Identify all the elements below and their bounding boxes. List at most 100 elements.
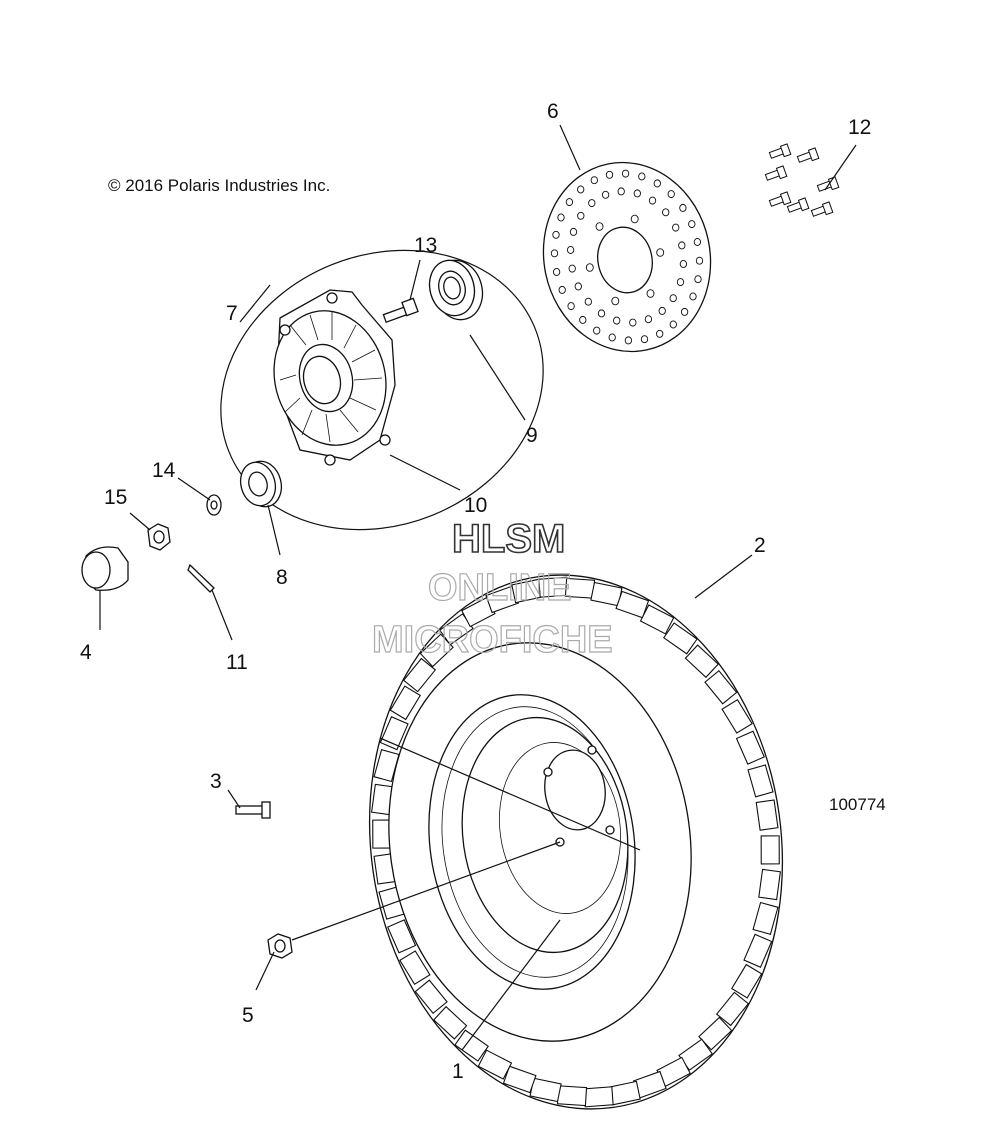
disc-hole	[605, 170, 614, 179]
bolt	[810, 201, 834, 217]
wheel-stud	[382, 297, 419, 324]
tread-block	[454, 1029, 489, 1062]
disc-hole	[669, 320, 677, 329]
disc-hole	[672, 223, 680, 232]
tread-block	[704, 669, 738, 705]
disc-hole	[577, 185, 585, 194]
disc-hole	[630, 214, 639, 224]
tread-block	[402, 657, 437, 693]
disc-hole	[593, 326, 601, 335]
disc-hole	[577, 211, 585, 220]
disc-hole	[617, 187, 625, 196]
bearing-outer	[428, 259, 484, 321]
watermark-line3: MICROFICHE	[372, 619, 613, 661]
copyright-text: © 2016 Polaris Industries Inc.	[108, 176, 330, 195]
callout-6: 6	[547, 100, 559, 123]
disc-hole	[680, 307, 689, 316]
callout-3: 3	[210, 770, 222, 793]
callout-9: 9	[526, 424, 538, 447]
tread-block	[372, 819, 392, 849]
disc-hole	[689, 292, 697, 301]
bolt	[764, 165, 788, 181]
disc-hole	[608, 333, 616, 342]
stud	[235, 801, 271, 819]
lug-nut	[267, 933, 293, 959]
disc-hole	[588, 199, 596, 208]
disc-hole	[679, 203, 687, 212]
castle-nut	[147, 523, 171, 551]
disc-hole	[585, 263, 594, 272]
callout-4: 4	[80, 641, 92, 664]
callout-2: 2	[754, 534, 766, 557]
disc-hole	[595, 222, 604, 231]
disc-hole	[567, 302, 575, 311]
disc-hole	[640, 335, 649, 344]
tread-block	[684, 644, 719, 679]
tread-block	[747, 764, 774, 798]
callout-11: 11	[226, 651, 248, 674]
tread-block	[721, 699, 753, 734]
disc-hole	[613, 316, 621, 325]
hub-cap	[81, 546, 129, 591]
disc-hole	[566, 246, 575, 254]
callout-12: 12	[848, 116, 871, 139]
tread-block	[755, 799, 779, 831]
tread-block	[639, 604, 675, 635]
tread-block	[399, 950, 431, 985]
disc-hole	[653, 179, 661, 188]
washer	[206, 494, 222, 516]
disc-hole	[558, 285, 566, 294]
disc-hole	[646, 289, 655, 298]
bolt	[816, 176, 840, 192]
hub-assembly-outline	[220, 249, 544, 531]
disc-hole	[624, 336, 633, 345]
watermark-line1: HLSM	[452, 517, 565, 561]
tread-block	[758, 868, 782, 901]
tread-block	[477, 1049, 513, 1080]
disc-bolts	[764, 143, 840, 217]
callout-7: 7	[226, 302, 238, 325]
disc-hole	[568, 264, 576, 273]
disc-hole	[574, 282, 582, 291]
callout-10: 10	[464, 494, 487, 517]
disc-hole	[695, 256, 704, 265]
tread-block	[663, 622, 698, 655]
disc-hole	[678, 241, 686, 250]
tread-block	[760, 835, 780, 865]
callout-15: 15	[104, 486, 127, 509]
disc-hole	[648, 196, 657, 205]
disc-hole	[569, 227, 578, 236]
disc-hole	[662, 208, 670, 217]
disc-hole	[597, 309, 606, 318]
tread-block	[414, 979, 448, 1015]
tread-block	[502, 1065, 537, 1094]
bolt	[786, 197, 810, 213]
brake-disc	[542, 161, 712, 353]
callouts: 1 2 3 4 5 6 7 8 9 10 11 12 13 14 15	[80, 100, 871, 1083]
hub	[273, 289, 396, 466]
disc-hole	[667, 190, 675, 199]
disc-hole	[550, 249, 559, 258]
tread-block	[615, 590, 650, 619]
disc-hole	[629, 318, 637, 327]
watermark: HLSM ONLINE MICROFICHE	[371, 516, 613, 661]
disc-hole	[552, 268, 561, 276]
callout-1: 1	[452, 1060, 464, 1083]
disc-hole	[669, 294, 677, 303]
tread-block	[735, 730, 765, 765]
cotter-pin	[187, 563, 215, 593]
bolt	[796, 147, 820, 163]
disc-hole	[656, 329, 664, 338]
tread-block	[752, 901, 779, 935]
figure-id: 100774	[829, 795, 886, 814]
disc-hole	[557, 213, 565, 222]
disc-hole	[601, 190, 610, 199]
callout-8: 8	[276, 566, 288, 589]
disc-hole	[579, 315, 587, 324]
disc-hole	[590, 176, 598, 185]
tread-block	[433, 1005, 468, 1040]
callout-14: 14	[152, 459, 176, 482]
tread-block	[556, 1085, 588, 1107]
disc-hole	[621, 169, 630, 178]
